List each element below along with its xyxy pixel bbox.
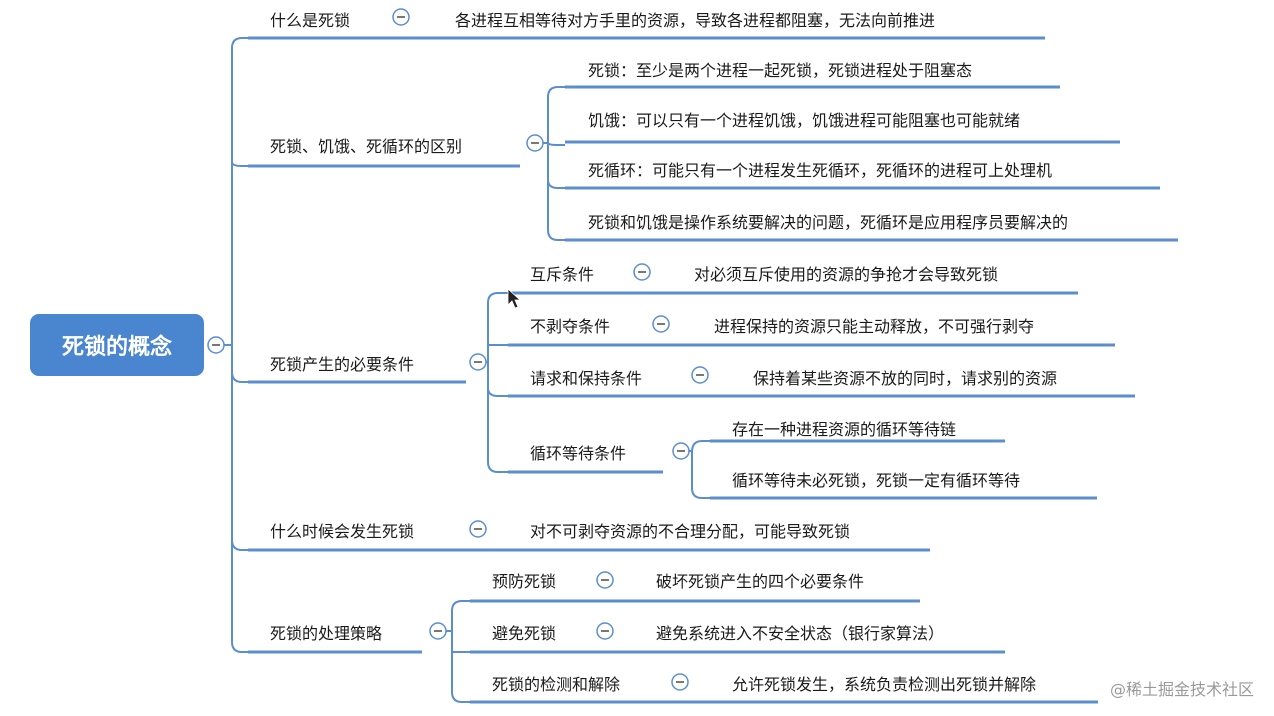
strategy-avoidance[interactable]: 避免死锁	[470, 624, 590, 654]
strategy-label: 避免死锁	[492, 624, 556, 643]
leaf-text: 各进程互相等待对方手里的资源，导致各进程都阻塞，无法向前推进	[455, 11, 935, 30]
leaf-text: 死锁和饥饿是操作系统要解决的问题，死循环是应用程序员要解决的	[588, 213, 1068, 232]
branch-what-is-deadlock[interactable]: 什么是死锁	[248, 11, 385, 40]
watermark: @稀土掘金技术社区	[1109, 680, 1254, 699]
strategy-3-collapse-icon[interactable]	[671, 673, 689, 691]
branch-label: 死锁、饥饿、死循环的区别	[270, 137, 462, 156]
leaf-text: 对不可剥夺资源的不合理分配，可能导致死锁	[530, 522, 850, 541]
leaf-when-deadlock-occurs: 对不可剥夺资源的不合理分配，可能导致死锁	[508, 522, 930, 552]
leaf-text: 存在一种进程资源的循环等待链	[732, 420, 956, 439]
leaf-text: 对必须互斥使用的资源的争抢才会导致死锁	[694, 265, 998, 284]
branch-4-collapse-icon[interactable]	[469, 520, 487, 538]
leaf-text: 死锁：至少是两个进程一起死锁，死锁进程处于阻塞态	[588, 61, 972, 80]
branch-label: 死锁的处理策略	[270, 624, 382, 643]
root-box	[30, 314, 204, 376]
leaf-avoidance: 避免系统进入不安全状态（银行家算法）	[635, 624, 1005, 654]
condition-3-collapse-icon[interactable]	[691, 366, 709, 384]
condition-mutual-exclusion[interactable]: 互斥条件	[508, 265, 628, 295]
branch-label: 死锁产生的必要条件	[270, 355, 414, 374]
condition-label: 请求和保持条件	[530, 369, 642, 388]
leaf-text: 破坏死锁产生的四个必要条件	[656, 572, 864, 591]
leaf-no-preemption: 进程保持的资源只能主动释放，不可强行剥夺	[693, 317, 1115, 347]
strategy-label: 预防死锁	[492, 572, 556, 591]
leaf-text: 死循环：可能只有一个进程发生死循环，死循环的进程可上处理机	[588, 161, 1052, 180]
condition-hold-and-wait[interactable]: 请求和保持条件	[508, 369, 682, 398]
root-node[interactable]: 死锁的概念	[30, 314, 204, 376]
branch-3-connector	[486, 292, 508, 473]
leaf-text: 允许死锁发生，系统负责检测出死锁并解除	[732, 675, 1036, 694]
root-label: 死锁的概念	[62, 334, 172, 360]
leaf-text: 避免系统进入不安全状态（银行家算法）	[656, 624, 944, 643]
branch-necessary-conditions[interactable]: 死锁产生的必要条件	[248, 355, 466, 384]
branch-deadlock-starvation-loop-diff[interactable]: 死锁、饥饿、死循环的区别	[248, 137, 520, 168]
condition-1-collapse-icon[interactable]	[633, 263, 651, 281]
leaf-starvation-def: 饥饿：可以只有一个进程饥饿，饥饿进程可能阻塞也可能就绪	[565, 111, 1120, 144]
strategy-detection-recovery[interactable]: 死锁的检测和解除	[470, 675, 662, 704]
condition-circular-wait[interactable]: 循环等待条件	[508, 444, 663, 474]
trunk-connector	[224, 37, 248, 653]
branch-label: 什么是死锁	[270, 11, 350, 30]
leaf-circular-wait-note: 循环等待未必死锁，死锁一定有循环等待	[710, 471, 1097, 500]
strategy-2-collapse-icon[interactable]	[596, 622, 614, 640]
leaf-hold-and-wait: 保持着某些资源不放的同时，请求别的资源	[730, 369, 1135, 398]
leaf-what-is-deadlock: 各进程互相等待对方手里的资源，导致各进程都阻塞，无法向前推进	[432, 11, 1045, 40]
branch-5-collapse-icon[interactable]	[429, 622, 447, 640]
condition-2-collapse-icon[interactable]	[652, 315, 670, 333]
condition-label: 互斥条件	[530, 265, 594, 284]
leaf-text: 保持着某些资源不放的同时，请求别的资源	[753, 369, 1057, 388]
leaf-prevention: 破坏死锁产生的四个必要条件	[635, 572, 920, 603]
branch-label: 什么时候会发生死锁	[270, 522, 414, 541]
leaf-deadlock-def: 死锁：至少是两个进程一起死锁，死锁进程处于阻塞态	[565, 61, 1060, 89]
branch-handling-strategies[interactable]: 死锁的处理策略	[248, 624, 422, 654]
leaf-text: 循环等待未必死锁，死锁一定有循环等待	[732, 471, 1020, 490]
branch-when-deadlock-occurs[interactable]: 什么时候会发生死锁	[248, 522, 462, 552]
root-collapse-icon[interactable]	[207, 336, 225, 354]
condition-no-preemption[interactable]: 不剥夺条件	[508, 317, 643, 347]
strategy-1-collapse-icon[interactable]	[596, 571, 614, 589]
branch-3-collapse-icon[interactable]	[469, 353, 487, 371]
leaf-text: 进程保持的资源只能主动释放，不可强行剥夺	[714, 317, 1034, 336]
condition-4-collapse-icon[interactable]	[672, 442, 690, 460]
leaf-who-solves: 死锁和饥饿是操作系统要解决的问题，死循环是应用程序员要解决的	[565, 213, 1178, 242]
branch-1-collapse-icon[interactable]	[392, 8, 410, 26]
leaf-text: 饥饿：可以只有一个进程饥饿，饥饿进程可能阻塞也可能就绪	[588, 111, 1020, 130]
leaf-detection-recovery: 允许死锁发生，系统负责检测出死锁并解除	[710, 675, 1098, 704]
leaf-mutual-exclusion: 对必须互斥使用的资源的争抢才会导致死锁	[672, 265, 1078, 295]
strategy-label: 死锁的检测和解除	[492, 675, 620, 694]
cursor-icon	[507, 288, 522, 309]
leaf-endless-loop-def: 死循环：可能只有一个进程发生死循环，死循环的进程可上处理机	[565, 161, 1160, 190]
branch-2-connector	[543, 86, 565, 241]
leaf-circular-wait-chain: 存在一种进程资源的循环等待链	[710, 420, 1005, 443]
condition-label: 循环等待条件	[530, 444, 626, 463]
branch-5-connector	[446, 600, 470, 703]
condition-4-connector	[689, 440, 710, 499]
condition-label: 不剥夺条件	[530, 317, 610, 336]
branch-2-collapse-icon[interactable]	[526, 134, 544, 152]
strategy-prevention[interactable]: 预防死锁	[470, 572, 590, 603]
